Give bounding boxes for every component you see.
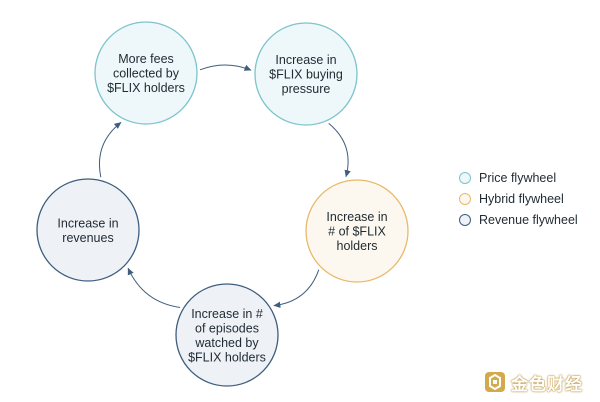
node-label-holders-line-2: holders bbox=[337, 239, 378, 253]
legend-item-revenue: Revenue flywheel bbox=[459, 209, 594, 230]
legend-label-price: Price flywheel bbox=[479, 170, 557, 185]
legend-item-price: Price flywheel bbox=[459, 167, 594, 188]
arrow-buying-to-holders bbox=[328, 123, 351, 178]
node-circle-revenues bbox=[36, 178, 140, 282]
node-label-episodes-line-1: of episodes bbox=[195, 321, 259, 335]
node-circle-fees bbox=[94, 21, 198, 125]
node-label-fees-line-0: More fees bbox=[118, 52, 174, 66]
legend-swatch-hybrid bbox=[459, 192, 471, 205]
arrow-fees-to-buying bbox=[199, 64, 252, 71]
node-label-episodes-line-0: Increase in # bbox=[191, 307, 263, 321]
watermark: 金色财经 bbox=[484, 369, 596, 395]
legend-label-hybrid: Hybrid flywheel bbox=[479, 191, 564, 206]
node-label-episodes-line-3: $FLIX holders bbox=[188, 350, 266, 364]
node-label-fees-line-2: $FLIX holders bbox=[107, 81, 185, 95]
node-label-buying-line-1: $FLIX buying bbox=[269, 68, 343, 82]
arrow-revenues-to-fees bbox=[98, 122, 122, 178]
node-label-buying-line-0: Increase in bbox=[275, 53, 336, 67]
legend-label-revenue: Revenue flywheel bbox=[479, 212, 578, 227]
node-label-revenues-line-0: Increase in bbox=[57, 216, 118, 230]
node-label-fees-line-1: collected by bbox=[113, 67, 180, 81]
legend: Price flywheel Hybrid flywheel Revenue f… bbox=[459, 167, 594, 230]
node-label-holders-line-0: Increase in bbox=[326, 210, 387, 224]
node-circle-episodes bbox=[175, 283, 279, 387]
node-circle-holders bbox=[305, 179, 409, 283]
arrow-holders-to-episodes bbox=[273, 269, 320, 309]
legend-swatch-price bbox=[459, 171, 471, 184]
legend-item-hybrid: Hybrid flywheel bbox=[459, 188, 594, 209]
node-label-holders-line-1: # of $FLIX bbox=[328, 225, 386, 239]
node-label-episodes-line-2: watched by bbox=[194, 336, 259, 350]
watermark-text: 金色财经 bbox=[511, 374, 583, 395]
watermark-logo-icon bbox=[485, 372, 505, 392]
node-label-revenues-line-1: revenues bbox=[62, 231, 113, 245]
node-circle-buying bbox=[254, 22, 358, 126]
node-label-buying-line-2: pressure bbox=[282, 82, 331, 96]
arrow-episodes-to-revenues bbox=[127, 267, 181, 308]
legend-swatch-revenue bbox=[459, 213, 471, 226]
